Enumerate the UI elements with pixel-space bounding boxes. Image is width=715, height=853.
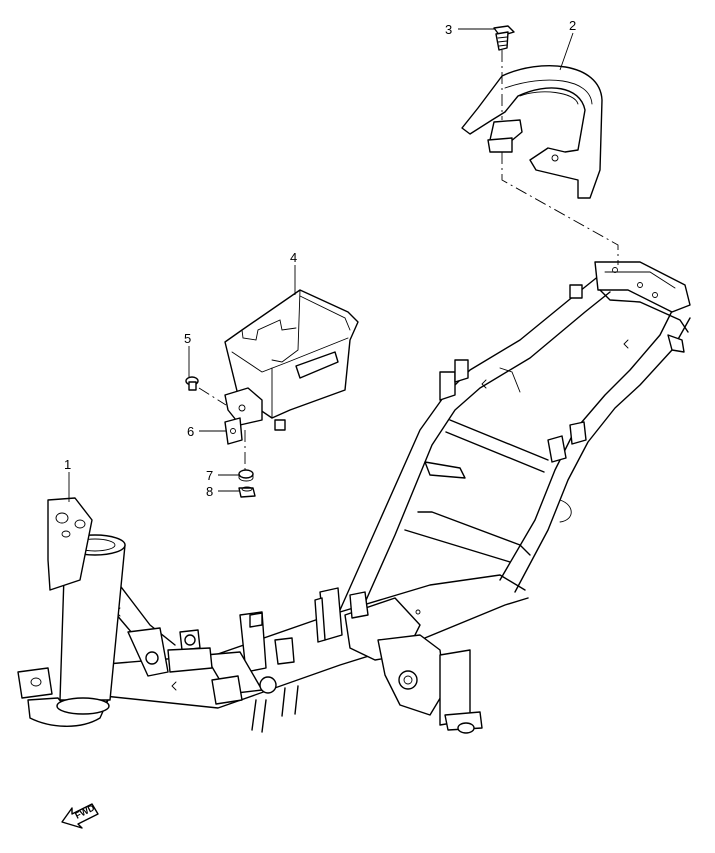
fwd-arrow-icon: FWD xyxy=(61,802,99,829)
battery-holder xyxy=(224,289,359,431)
bolt-part-3 xyxy=(493,25,515,51)
grab-rail xyxy=(461,65,603,199)
leader-lines xyxy=(68,28,619,502)
callout-7: 7 xyxy=(206,468,213,483)
callout-6: 6 xyxy=(187,424,194,439)
bracket-part-6 xyxy=(224,417,243,445)
callout-3: 3 xyxy=(445,22,452,37)
callout-5: 5 xyxy=(184,331,191,346)
nut-part-8 xyxy=(238,486,256,498)
washer-part-7 xyxy=(238,469,254,482)
callout-1: 1 xyxy=(64,457,71,472)
frame-body xyxy=(94,261,691,734)
head-pipe xyxy=(17,497,126,727)
callout-2: 2 xyxy=(569,18,576,33)
screw-part-5 xyxy=(185,376,199,391)
callout-8: 8 xyxy=(206,484,213,499)
callout-4: 4 xyxy=(290,250,297,265)
callouts: 1 2 3 4 5 6 7 8 xyxy=(64,18,576,499)
